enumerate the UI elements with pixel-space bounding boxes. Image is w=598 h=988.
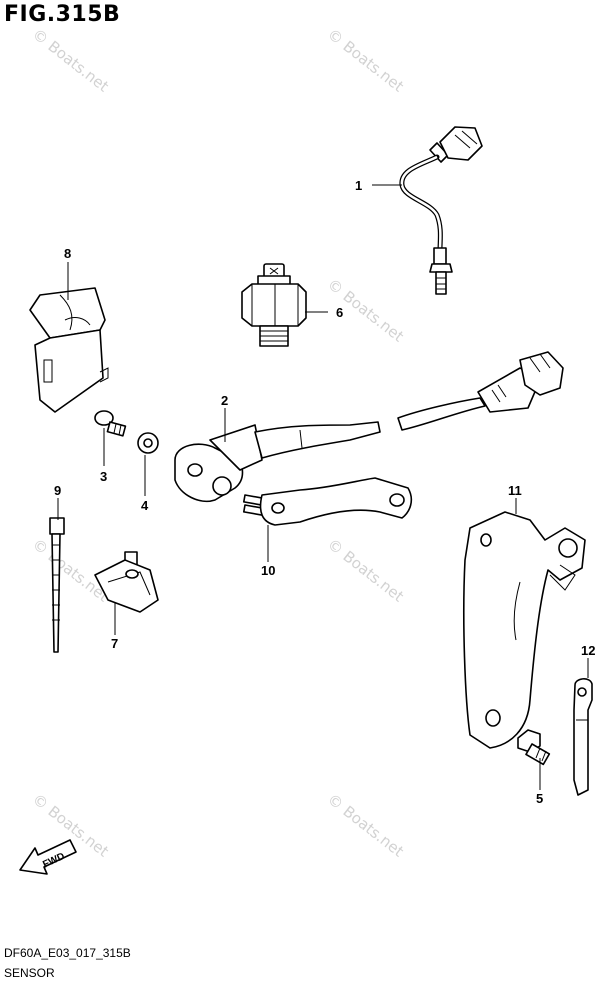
part-12-clip [573, 678, 593, 796]
fwd-arrow-icon: FWD [19, 839, 77, 875]
part-1-sensor-lead [399, 126, 483, 295]
callout-10: 10 [261, 563, 275, 578]
callout-6: 6 [336, 305, 343, 320]
part-5-bolt [517, 729, 551, 766]
diagram-code: DF60A_E03_017_315B [4, 946, 131, 960]
part-11-mounting-bracket [463, 511, 586, 749]
callout-numbers: 1 2 3 4 5 6 7 8 9 10 11 12 [54, 178, 595, 806]
callout-5: 5 [536, 791, 543, 806]
callout-7: 7 [111, 636, 118, 651]
part-3-bolt [94, 410, 127, 437]
part-7-clamp [94, 551, 159, 613]
part-6-pressure-switch [241, 263, 307, 347]
callout-11: 11 [508, 483, 522, 498]
diagram-subtitle: SENSOR [4, 966, 55, 980]
callout-3: 3 [100, 469, 107, 484]
callout-2: 2 [221, 393, 228, 408]
part-9-cable-tie [49, 517, 65, 653]
leader-lines [57, 184, 589, 790]
callout-12: 12 [581, 643, 595, 658]
callout-8: 8 [64, 246, 71, 261]
part-4-washer [137, 432, 159, 454]
callout-4: 4 [141, 498, 149, 513]
callout-9: 9 [54, 483, 61, 498]
part-8-cover [29, 287, 109, 413]
callout-1: 1 [355, 178, 362, 193]
figure-title: FIG.315B [4, 2, 121, 27]
part-2-position-sensor [174, 351, 564, 502]
part-10-sensor-bracket [242, 477, 413, 526]
